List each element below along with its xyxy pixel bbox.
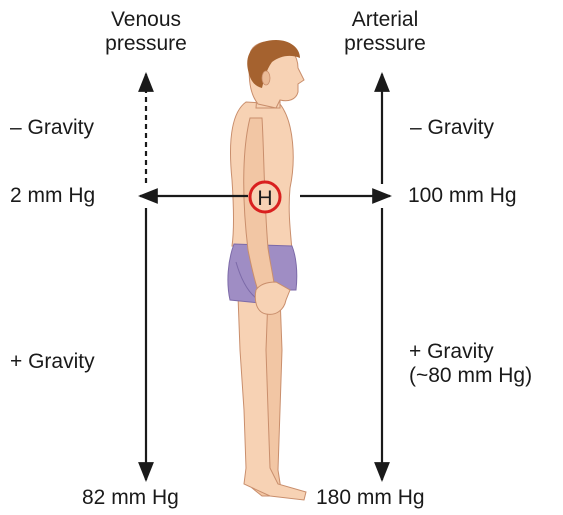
- human-figure: [228, 40, 306, 500]
- heart-marker-letter: H: [257, 187, 272, 210]
- heart-marker: H: [250, 182, 280, 212]
